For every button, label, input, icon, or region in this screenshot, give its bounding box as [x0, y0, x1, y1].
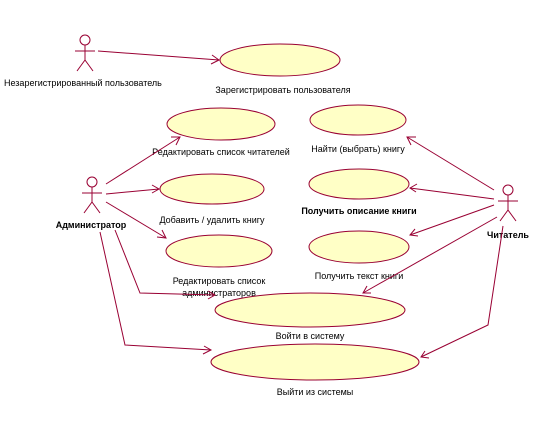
assoc-admin-login: [114, 229, 216, 296]
usecase-register[interactable]: [219, 43, 341, 77]
arrowhead-guest-register: [210, 54, 220, 65]
assoc-reader-logout: [420, 225, 504, 358]
usecase-find-book[interactable]: [309, 104, 407, 136]
usecase-get-text-label: Получить текст книги: [315, 271, 404, 281]
usecase-login[interactable]: [214, 292, 406, 328]
actor-admin-head: [86, 176, 98, 188]
actor-guest-right-leg: [84, 59, 94, 72]
assoc-reader-login: [362, 216, 498, 294]
arrowhead-reader-get-text: [409, 228, 419, 237]
actor-guest-left-leg: [76, 59, 86, 72]
usecase-edit-admins-label-line1: Редактировать список: [173, 276, 266, 286]
usecase-edit-readers-label: Редактировать список читателей: [152, 147, 290, 157]
usecase-edit-admins[interactable]: [165, 234, 273, 268]
assoc-reader-find-book: [406, 136, 495, 191]
usecase-get-description[interactable]: [308, 168, 410, 200]
actor-admin[interactable]: [82, 176, 102, 214]
actor-guest-label: Незарегистрированный пользователь: [4, 78, 162, 88]
assoc-admin-logout: [99, 231, 212, 351]
arrowhead-admin-login: [207, 290, 217, 300]
actor-admin-right-leg: [91, 201, 101, 214]
assoc-admin-edit-readers: [105, 136, 181, 185]
usecase-find-book-label: Найти (выбрать) книгу: [311, 144, 405, 154]
arrowhead-admin-logout: [202, 345, 213, 355]
arrowhead-admin-edit-readers: [171, 136, 181, 146]
actor-reader-label: Читатель: [487, 230, 529, 240]
usecase-edit-admins-label-line2: администраторов: [182, 288, 256, 298]
assoc-admin-add-remove-book: [105, 188, 160, 195]
actor-guest-head: [79, 34, 91, 46]
actor-admin-left-leg: [83, 201, 93, 214]
arrowhead-reader-find-book: [406, 136, 416, 146]
usecase-get-text[interactable]: [308, 230, 410, 264]
arrowhead-reader-get-description: [409, 183, 418, 193]
actor-reader-right-leg: [507, 209, 517, 222]
assoc-admin-edit-admins: [105, 201, 167, 239]
actor-admin-label: Администратор: [56, 220, 127, 230]
usecase-add-remove-book-label: Добавить / удалить книгу: [159, 215, 265, 225]
actor-reader-left-leg: [499, 209, 509, 222]
usecase-get-description-label: Получить описание книги: [301, 206, 416, 216]
usecase-login-label: Войти в систему: [276, 331, 345, 341]
actor-reader[interactable]: [498, 184, 518, 222]
usecase-add-remove-book[interactable]: [159, 173, 265, 205]
arrowhead-admin-add-remove-book: [151, 184, 161, 194]
usecase-logout-label: Выйти из системы: [277, 387, 354, 397]
arrowhead-reader-logout: [420, 350, 430, 359]
assoc-reader-get-text: [409, 204, 495, 236]
arrowhead-reader-login: [362, 285, 371, 294]
usecase-logout[interactable]: [210, 343, 420, 381]
actor-reader-head: [502, 184, 514, 196]
assoc-guest-register: [97, 50, 220, 61]
usecase-edit-readers[interactable]: [166, 107, 276, 141]
assoc-reader-get-description: [409, 187, 495, 200]
usecase-register-label: Зарегистрировать пользователя: [215, 85, 350, 95]
actor-guest[interactable]: [75, 34, 95, 72]
arrowhead-admin-edit-admins: [156, 229, 167, 239]
